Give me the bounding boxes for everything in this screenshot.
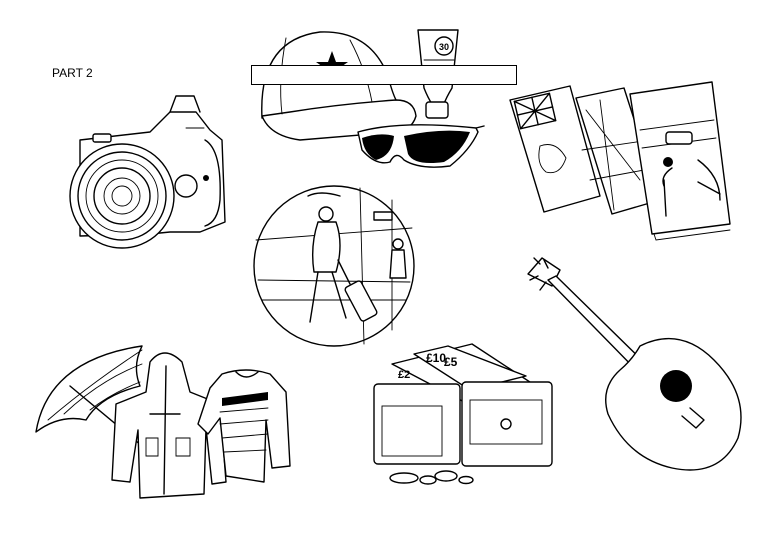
cap-illustration — [261, 31, 417, 141]
wallet-illustration: £10 £5 £2 — [373, 343, 553, 485]
part-label: PART 2 — [52, 66, 93, 80]
jacket-illustration — [111, 352, 227, 499]
banknote-2-text: £2 — [398, 369, 410, 381]
sunscreen-spf-text: 30 — [439, 42, 449, 52]
answer-input-box[interactable] — [251, 65, 517, 85]
sunglasses-illustration — [357, 124, 485, 168]
banknote-10-text: £10 — [426, 351, 446, 365]
airport-traveller-illustration — [253, 185, 415, 347]
banknote-5-text: £5 — [444, 355, 458, 369]
jumper-illustration — [197, 369, 291, 483]
camera-illustration — [69, 95, 226, 249]
maps-illustration — [509, 81, 731, 241]
guitar-illustration — [527, 257, 742, 471]
